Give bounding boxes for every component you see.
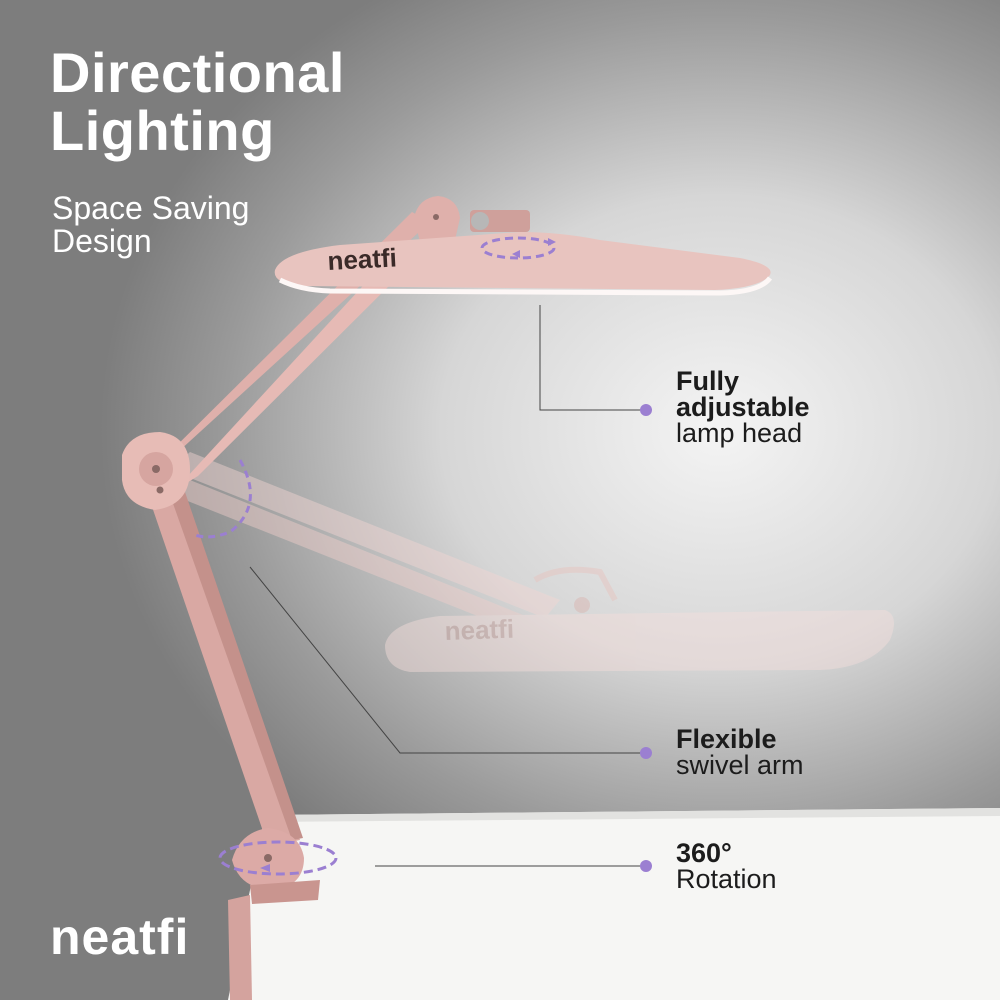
subheadline-line-2: Design: [52, 223, 152, 259]
callout-dot-head: [640, 404, 652, 416]
lower-arm: [148, 490, 300, 846]
head-logo: neatfi: [327, 242, 398, 276]
callout-swivel-arm: Flexible swivel arm: [676, 724, 804, 780]
elbow-rotation-arrow: [194, 459, 252, 539]
head-rotation-arrow: [480, 236, 556, 260]
lamp-head: [274, 232, 771, 290]
callout-swivel-arm-text: swivel arm: [676, 750, 804, 780]
brand-logo: neatfi: [50, 909, 190, 965]
desk-surface: [228, 808, 1000, 1000]
callout-rotation: 360° Rotation: [676, 838, 777, 894]
pivot-screw: [433, 214, 439, 220]
ghost-bracket: [533, 566, 618, 602]
rotation-arrows: [194, 236, 556, 876]
callout-lamp-head-bold-1: Fully: [676, 366, 740, 396]
base-rotation-arrow: [218, 840, 338, 876]
ghost-logo: neatfi: [444, 614, 514, 646]
leader-line-arm: [249, 566, 640, 754]
callout-swivel-arm-bold: Flexible: [676, 724, 777, 754]
clamp-body: [228, 895, 252, 1000]
ghost-lamp: neatfi: [165, 452, 894, 672]
callout-dot-arm: [640, 747, 652, 759]
clamp-screw: [264, 854, 272, 862]
ghost-arm-upper: [170, 452, 560, 618]
callout-lamp-head-bold-2: adjustable: [676, 392, 810, 422]
clamp-plate: [250, 880, 320, 904]
ghost-arm-lower: [165, 476, 540, 636]
subheadline-line-1: Space Saving: [52, 190, 250, 226]
callout-lamp-head: Fully adjustable lamp head: [676, 366, 810, 448]
callout-dot-rotation: [640, 860, 652, 872]
upper-arm-front: [175, 276, 395, 490]
lamp-light-edge: [278, 276, 773, 296]
ghost-knob: [574, 597, 590, 613]
callout-rotation-text: Rotation: [676, 864, 777, 894]
lower-arm-shadow: [170, 492, 303, 840]
desk-edge: [262, 808, 1000, 822]
subheadline: Space Saving Design: [52, 192, 249, 258]
elbow-screw-2: [156, 486, 164, 494]
head-knob: [471, 212, 489, 230]
headline-line-1: Directional: [50, 41, 345, 104]
leader-line-head: [539, 305, 640, 411]
elbow-screw: [152, 465, 160, 473]
ghost-lamp-head: [385, 610, 894, 672]
headline: Directional Lighting: [50, 44, 345, 160]
callout-lamp-head-text: lamp head: [676, 418, 803, 448]
callout-rotation-bold: 360°: [676, 838, 732, 868]
headline-line-2: Lighting: [50, 99, 275, 162]
